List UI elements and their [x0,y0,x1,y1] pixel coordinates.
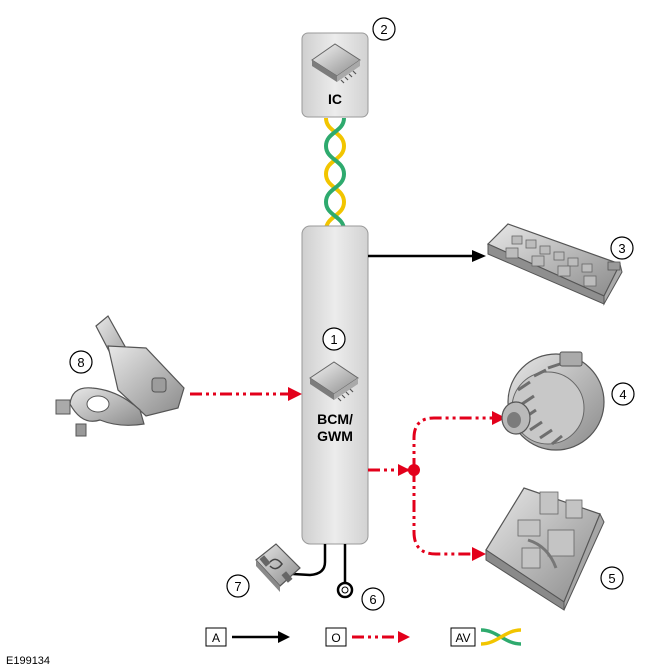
callout-3: 3 [610,236,634,260]
legend-hardwire-label: A [212,631,220,645]
battery-sensor-component [55,315,185,437]
ic-chip-icon [311,43,361,84]
callout-5: 5 [600,566,624,590]
callout-7: 7 [226,574,250,598]
bcm-label-line1: BCM/ [317,411,353,427]
legend: A O AV [205,627,522,647]
callout-4: 4 [611,382,635,406]
callout-4-text: 4 [619,387,626,402]
legend-lin-label: O [331,631,340,645]
fuse-box-component [486,223,623,306]
callout-2: 2 [372,17,396,41]
ic-label: IC [328,91,342,107]
callout-8-text: 8 [77,355,84,370]
legend-lin: O [325,627,410,647]
power-ground-wires [292,544,347,584]
legend-can-label: AV [455,631,470,645]
legend-hardwire: A [205,627,290,647]
callout-3-text: 3 [618,241,625,256]
callout-5-text: 5 [608,571,615,586]
fuse-component [255,543,301,592]
lin-from-battery-sensor [190,387,302,401]
callout-6-text: 6 [369,592,376,607]
can-twisted-pair [323,117,347,231]
bcm-label-line2: GWM [317,428,353,444]
lin-to-generator-and-dcdc [368,411,506,561]
hardwire-to-fusebox [368,250,486,262]
callout-7-text: 7 [234,579,241,594]
dcdc-unit-component [485,487,605,611]
generator-component [501,351,605,451]
figure-code: E199134 [6,655,50,667]
bcm-chip-icon [309,361,359,402]
callout-1: 1 [322,327,346,351]
bcm-gwm-module: BCM/ GWM [301,225,369,545]
callout-6: 6 [361,587,385,611]
ground-eyelet-icon [336,581,354,599]
callout-2-text: 2 [380,22,387,37]
callout-1-text: 1 [330,332,337,347]
ic-module: IC [301,32,369,118]
callout-8: 8 [69,350,93,374]
legend-can: AV [450,627,522,647]
